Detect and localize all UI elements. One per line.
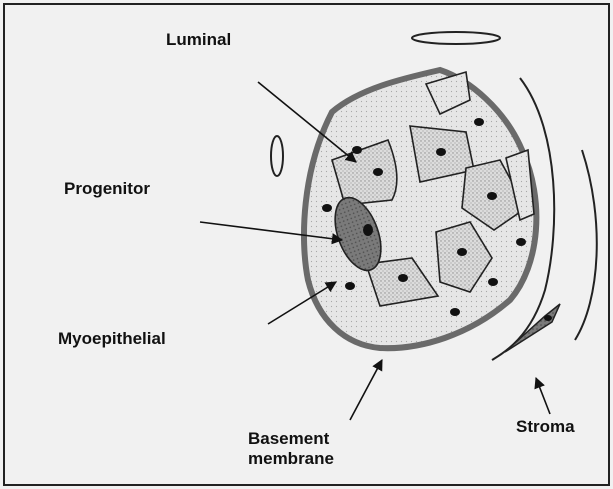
label-myoepithelial: Myoepithelial [58, 329, 166, 349]
label-basement-membrane: Basement membrane [248, 429, 334, 469]
nucleus [488, 278, 498, 286]
nucleus [436, 148, 446, 156]
stroma-line-2 [575, 150, 597, 340]
stroma-cell [505, 304, 560, 352]
left-ellipse [271, 136, 283, 176]
nucleus [345, 282, 355, 290]
label-basement-line2: membrane [248, 449, 334, 469]
stroma-pointer [536, 378, 550, 414]
nucleus [487, 192, 497, 200]
stroma-nucleus [544, 315, 552, 321]
nucleus [450, 308, 460, 316]
top-ellipse [412, 32, 500, 44]
label-stroma: Stroma [516, 417, 575, 437]
label-basement-line1: Basement [248, 429, 334, 449]
nucleus [516, 238, 526, 246]
nucleus [457, 248, 467, 256]
nucleus [352, 146, 362, 154]
label-luminal: Luminal [166, 30, 231, 50]
nucleus [322, 204, 332, 212]
nucleus [398, 274, 408, 282]
nucleus [373, 168, 383, 176]
nucleus [474, 118, 484, 126]
progenitor-nucleus [363, 224, 373, 236]
label-progenitor: Progenitor [64, 179, 150, 199]
basement-pointer [350, 360, 382, 420]
